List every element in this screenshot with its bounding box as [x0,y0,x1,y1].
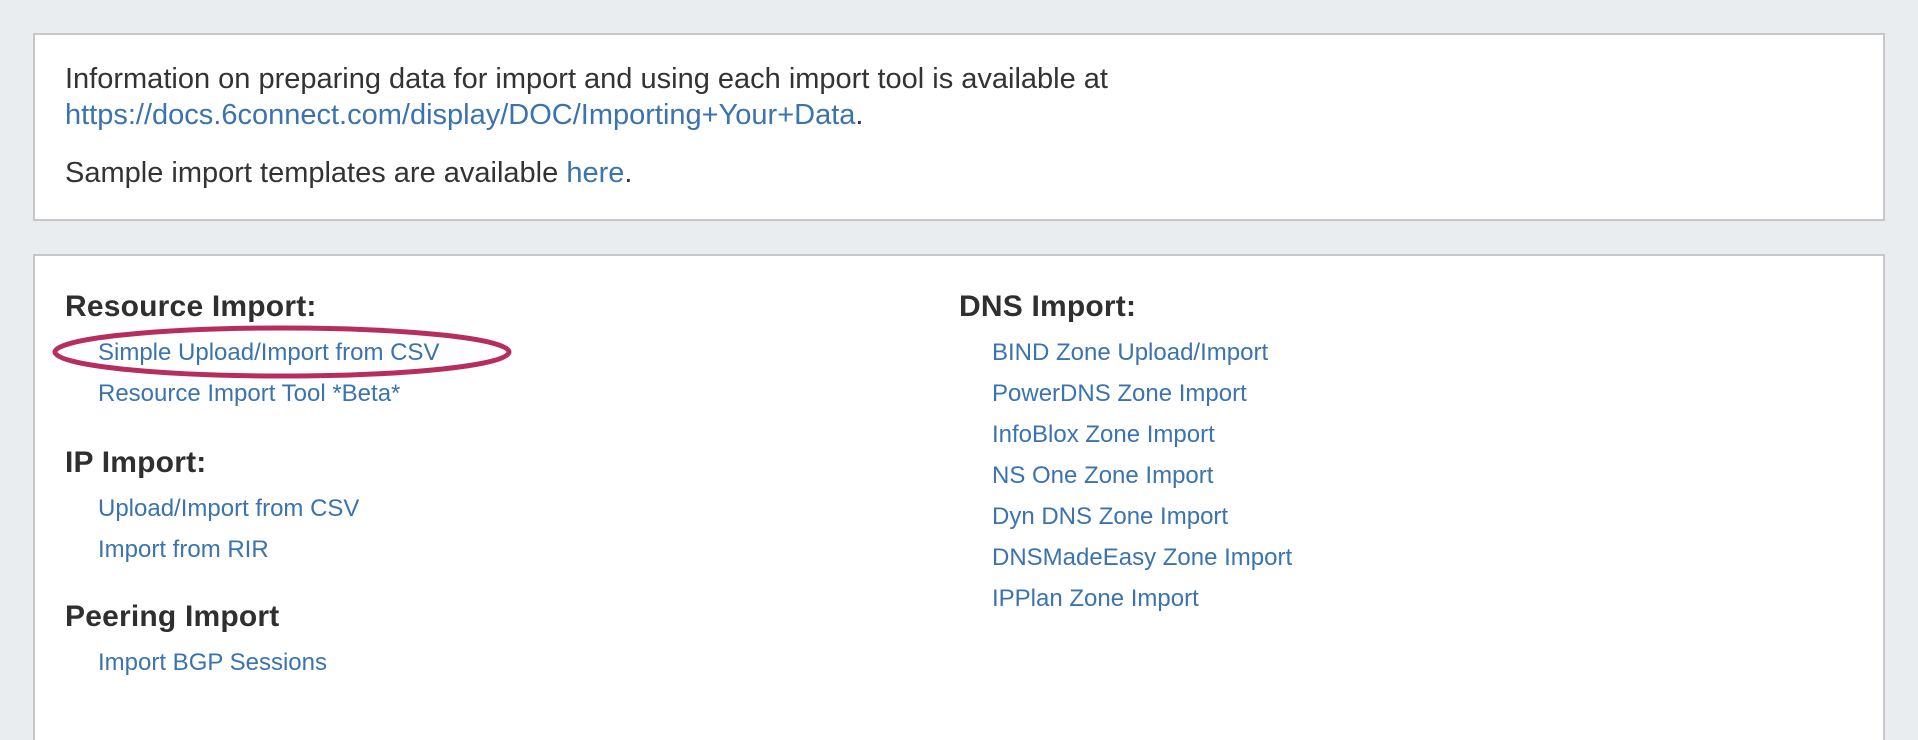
import-from-rir-link[interactable]: Import from RIR [98,536,269,563]
peering-import-links: Import BGP Sessions [65,642,959,683]
section-ip-import: IP Import: Upload/Import from CSV Import… [65,446,959,570]
ip-import-links: Upload/Import from CSV Import from RIR [65,488,959,570]
info-panel: Information on preparing data for import… [33,33,1885,221]
bind-zone-upload-import-link[interactable]: BIND Zone Upload/Import [992,339,1269,366]
info-line-2-period: . [624,157,633,189]
resource-import-links: Simple Upload/Import from CSV Resource I… [65,332,959,414]
list-item: Import BGP Sessions [98,642,959,683]
info-line-1-text: Information on preparing data for import… [65,63,1108,95]
dns-import-heading: DNS Import: [959,290,1137,323]
list-item: BIND Zone Upload/Import [992,332,1853,373]
resource-import-tool-beta-link[interactable]: Resource Import Tool *Beta* [98,380,401,407]
list-item: PowerDNS Zone Import [992,373,1853,414]
import-panel: Resource Import: Simple Upload/Import fr… [33,254,1885,740]
docs-link[interactable]: https://docs.6connect.com/display/DOC/Im… [65,99,856,131]
section-resource-import: Resource Import: Simple Upload/Import fr… [65,290,959,414]
list-item: Upload/Import from CSV [98,488,959,529]
list-item: Resource Import Tool *Beta* [98,373,959,414]
list-item: InfoBlox Zone Import [992,414,1853,455]
resource-import-heading: Resource Import: [65,290,317,323]
ip-import-heading: IP Import: [65,446,207,479]
simple-upload-import-csv-link[interactable]: Simple Upload/Import from CSV [98,339,440,366]
ipplan-zone-import-link[interactable]: IPPlan Zone Import [992,585,1199,612]
list-item: IPPlan Zone Import [992,578,1853,619]
right-column: DNS Import: BIND Zone Upload/Import Powe… [959,290,1853,683]
powerdns-zone-import-link[interactable]: PowerDNS Zone Import [992,380,1247,407]
ip-upload-import-csv-link[interactable]: Upload/Import from CSV [98,495,360,522]
info-line-1: Information on preparing data for import… [65,61,1853,133]
peering-import-heading: Peering Import [65,600,280,633]
list-item: NS One Zone Import [992,455,1853,496]
info-line-1-period: . [855,99,864,131]
list-item: Import from RIR [98,529,959,570]
import-bgp-sessions-link[interactable]: Import BGP Sessions [98,649,327,676]
templates-here-link[interactable]: here [566,157,625,189]
infoblox-zone-import-link[interactable]: InfoBlox Zone Import [992,421,1215,448]
info-line-2-text: Sample import templates are available [65,157,567,189]
dnsmadeeasy-zone-import-link[interactable]: DNSMadeEasy Zone Import [992,544,1293,571]
left-column: Resource Import: Simple Upload/Import fr… [65,290,959,683]
dns-import-links: BIND Zone Upload/Import PowerDNS Zone Im… [959,332,1853,619]
nsone-zone-import-link[interactable]: NS One Zone Import [992,462,1214,489]
section-peering-import: Peering Import Import BGP Sessions [65,600,959,683]
list-item: Dyn DNS Zone Import [992,496,1853,537]
list-item: Simple Upload/Import from CSV [98,332,959,373]
list-item: DNSMadeEasy Zone Import [992,537,1853,578]
section-dns-import: DNS Import: BIND Zone Upload/Import Powe… [959,290,1853,619]
dyndns-zone-import-link[interactable]: Dyn DNS Zone Import [992,503,1229,530]
info-line-2: Sample import templates are available he… [65,155,1853,191]
